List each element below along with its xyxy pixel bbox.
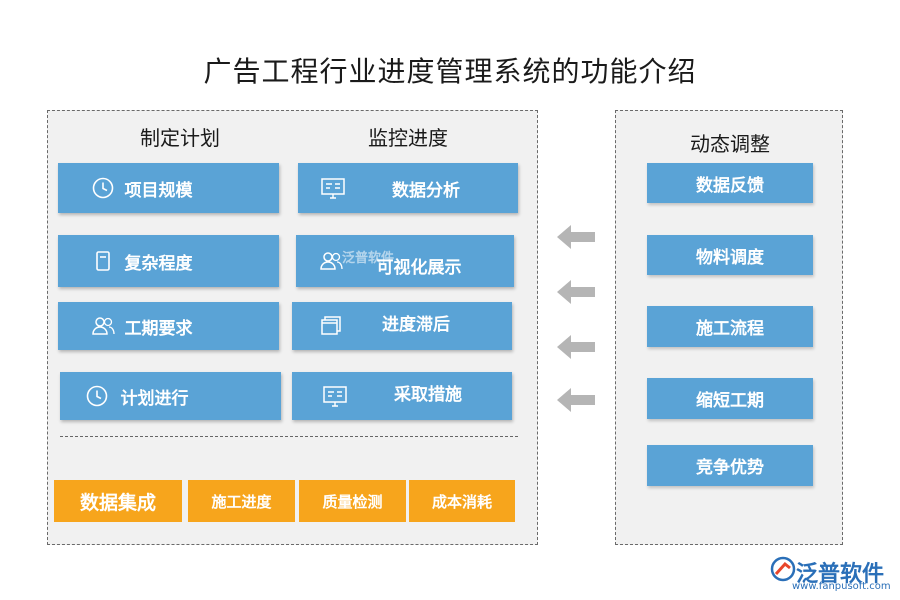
windows-icon [318, 313, 344, 339]
adjust-item: 物料调度 [647, 235, 813, 275]
divider [60, 436, 518, 437]
clock-icon [84, 383, 110, 409]
logo-icon [770, 556, 796, 582]
bottom-item: 质量检测 [299, 480, 406, 522]
monitor-item: 数据分析 [298, 163, 518, 213]
users-icon [90, 313, 116, 339]
plan-item: 计划进行 [60, 372, 281, 420]
plan-item-label: 复杂程度 [124, 253, 193, 274]
chart-board-icon [322, 383, 348, 409]
page-title: 广告工程行业进度管理系统的功能介绍 [203, 55, 697, 88]
monitor-item: 进度滞后 [292, 302, 512, 350]
left-arrow-icon [557, 280, 595, 304]
adjust-item: 缩短工期 [647, 378, 813, 419]
monitor-item-label: 采取措施 [394, 384, 462, 405]
data-integration-box: 数据集成 [54, 480, 182, 522]
adjust-item: 施工流程 [647, 306, 813, 347]
clock-icon [90, 175, 116, 201]
monitor-item-label: 数据分析 [392, 180, 460, 201]
plan-item: 工期要求 [58, 302, 279, 350]
plan-item-label: 工期要求 [124, 318, 193, 339]
adjust-item: 竞争优势 [647, 445, 813, 486]
plan-heading: 制定计划 [140, 126, 220, 150]
chart-board-icon [320, 175, 346, 201]
left-arrow-icon [557, 388, 595, 412]
monitor-heading: 监控进度 [368, 126, 448, 150]
bottom-item: 施工进度 [188, 480, 295, 522]
plan-item-label: 计划进行 [120, 388, 189, 409]
monitor-item: 采取措施 [292, 372, 512, 420]
monitor-item-label: 可视化展示 [376, 257, 462, 278]
document-icon [90, 248, 116, 274]
plan-item: 项目规模 [58, 163, 279, 213]
users-icon [318, 248, 344, 274]
adjust-heading: 动态调整 [690, 132, 770, 156]
plan-item-label: 项目规模 [124, 180, 193, 201]
monitor-item-label: 进度滞后 [382, 314, 450, 335]
logo-name: 泛普软件 [796, 562, 885, 587]
adjust-item: 数据反馈 [647, 163, 813, 203]
plan-item: 复杂程度 [58, 235, 279, 287]
bottom-item: 成本消耗 [409, 480, 515, 522]
logo-url: www.fanpusoft.com [792, 581, 891, 592]
watermark-text: 泛普软件 [342, 251, 395, 266]
monitor-item: 可视化展示 泛普软件 [296, 235, 514, 287]
left-arrow-icon [557, 225, 595, 249]
left-arrow-icon [557, 335, 595, 359]
